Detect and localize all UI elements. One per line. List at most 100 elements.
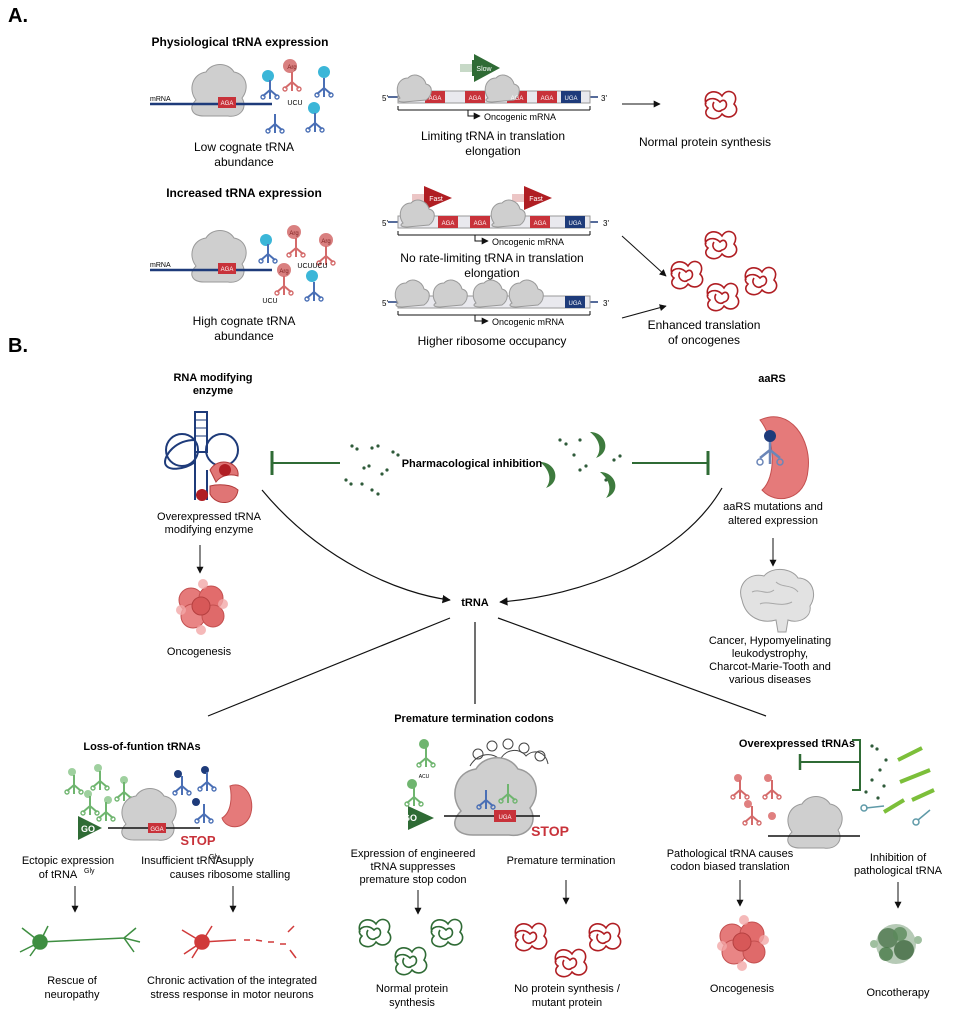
mrna-strand-2 (388, 199, 598, 245)
insuff-1: Insufficient tRNA (141, 855, 223, 867)
oncogenic-mrna-1: Oncogenic mRNA (484, 112, 556, 122)
branch-left (207, 617, 451, 717)
normal-synthesis: Normal protein synthesis (639, 135, 771, 149)
aars-mut-2: altered expression (728, 515, 818, 527)
stop-sign-1: STOP (180, 833, 215, 848)
diseases-1: Cancer, Hypomyelinating (709, 635, 831, 647)
diseases-4: various diseases (729, 674, 811, 686)
arg-label-4: Arg (279, 269, 288, 275)
go-sign-2: GO (403, 813, 417, 823)
ptc-illustration (404, 738, 549, 837)
stop-uga-3: UGA (568, 301, 581, 307)
engineered-1: Expression of engineered (351, 848, 476, 860)
oncogenic-mrna-2: Oncogenic mRNA (492, 237, 564, 247)
codon-aga: AGA (221, 101, 234, 107)
healthy-neuron-icon (19, 925, 141, 957)
rna-mod-2: enzyme (193, 385, 233, 397)
codon-aga-1: AGA (429, 96, 442, 102)
rescue-1: Rescue of (47, 975, 97, 987)
stop-uga-2: UGA (568, 221, 581, 227)
oncogenesis-1: Oncogenesis (167, 646, 232, 658)
ribosome-icon (150, 64, 272, 117)
slow-label: Slow (476, 66, 492, 73)
normal-prot-2: synthesis (389, 997, 435, 1009)
limiting-1: Limiting tRNA in translation (421, 129, 565, 143)
lof-illustration (64, 764, 253, 841)
physiological-title: Physiological tRNA expression (152, 35, 329, 49)
inhibitor-crescents-icon (540, 432, 616, 498)
increased-title: Increased tRNA expression (166, 186, 322, 200)
curve-aars-to-trna (499, 487, 723, 606)
stop-sign-2: STOP (531, 823, 569, 839)
go-sign-1: GO (81, 824, 95, 834)
normal-protein-icons (358, 918, 464, 976)
normal-prot-1: Normal protein (376, 983, 448, 995)
insuff-gly-superscript: Gly (209, 854, 220, 861)
trna-pool-high (258, 225, 336, 302)
inhibitor-molecules-icon (860, 744, 935, 826)
codon-aga-6: AGA (474, 221, 487, 227)
low-abundance-2: abundance (214, 155, 274, 169)
slow-arrow (460, 54, 500, 82)
protein-tangle-icon (704, 90, 738, 120)
inhibition-bar-left (270, 451, 340, 475)
curve-enzyme-to-trna (261, 489, 451, 604)
fast-arrow-1 (412, 186, 452, 210)
lof-title: Loss-of-funtion tRNAs (83, 741, 200, 753)
overexp-title: Overexpressed tRNAs (739, 738, 855, 750)
engineered-2: tRNA suppresses (371, 861, 456, 873)
anticodon-label-3: UCU (312, 263, 327, 270)
codon-aga-7: AGA (534, 221, 547, 227)
tumor-icon-2 (716, 914, 770, 972)
arrow-enhanced-2 (621, 304, 667, 319)
mrna-label-2: mRNA (150, 262, 171, 269)
three-prime-1: 3' (601, 94, 607, 103)
rescue-2: neuropathy (44, 989, 100, 1001)
anticodon-label-2: UCU (297, 263, 312, 270)
ribosome-icon-2 (150, 230, 272, 283)
codon-aga-b: AGA (221, 267, 234, 273)
engineered-3: premature stop codon (359, 874, 466, 886)
path-2: codon biased translation (670, 861, 789, 873)
oncogenesis-2: Oncogenesis (710, 983, 775, 995)
aars-title: aaRS (758, 373, 786, 385)
codon-aga-4: AGA (541, 96, 554, 102)
mutant-protein-icons (514, 922, 622, 978)
trna-center: tRNA (461, 597, 489, 609)
enhanced-1: Enhanced translation (648, 318, 761, 332)
mrna-strand-3 (388, 279, 598, 325)
low-abundance-1: Low cognate tRNA (194, 140, 294, 154)
panel-b-label: B. (8, 335, 28, 357)
no-limit-1: No rate-limiting tRNA in translation (400, 251, 583, 265)
five-prime-2: 5' (382, 219, 388, 228)
inhib-2: pathological tRNA (854, 865, 943, 877)
ectopic-2: of tRNA (39, 869, 78, 881)
tumor-icon (175, 578, 229, 636)
fast-label-1: Fast (429, 196, 443, 203)
trna-pool-low (260, 59, 334, 134)
aars-enzyme-icon (756, 416, 809, 500)
arrow-enhanced-1 (621, 235, 667, 277)
three-prime-3: 3' (603, 299, 609, 308)
aars-mut-1: aaRS mutations and (723, 501, 823, 513)
brain-icon (740, 569, 814, 633)
three-prime-2: 3' (603, 219, 609, 228)
diseases-2: leukodystrophy, (732, 648, 808, 660)
five-prime-1: 5' (382, 94, 388, 103)
panel-a-label: A. (8, 5, 28, 27)
regressing-tumor-icon (870, 924, 922, 964)
ectopic-1: Ectopic expression (22, 855, 114, 867)
no-prot-1: No protein synthesis / (514, 983, 621, 995)
ectopic-gly-superscript: Gly (84, 868, 95, 875)
insuff-2: causes ribosome stalling (170, 869, 290, 881)
premature-term: Premature termination (507, 855, 616, 867)
anticodon-label-4: UCU (262, 298, 277, 305)
oncotherapy: Oncotherapy (867, 987, 930, 999)
path-1: Pathological tRNA causes (667, 848, 794, 860)
limiting-2: elongation (465, 144, 520, 158)
arg-label-3: Arg (321, 239, 330, 245)
trna-cloverleaf-icon (163, 411, 239, 503)
gga-codon: GGA (150, 827, 163, 833)
inhib-1: Inhibition of (870, 852, 927, 864)
